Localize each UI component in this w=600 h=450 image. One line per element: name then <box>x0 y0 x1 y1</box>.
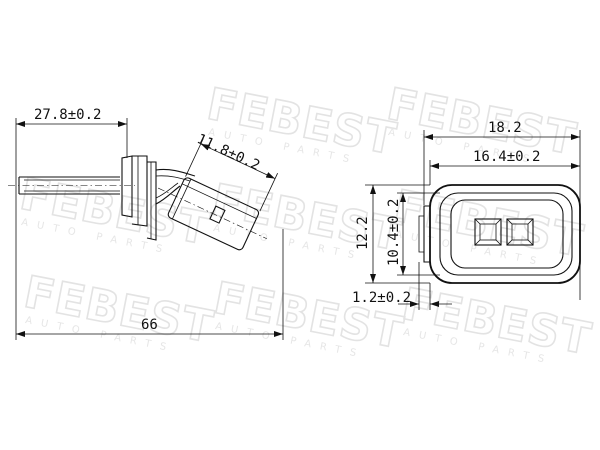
end-view-dimensions: 18.2 16.4±0.2 12.2 10.4±0.2 1.2±0.2 <box>352 120 581 310</box>
dim-latch-thickness: 1.2±0.2 <box>352 290 411 306</box>
dim-connector-height: 12.2 <box>355 216 371 250</box>
sensor-side-view <box>8 155 267 251</box>
dim-connector-inner-height: 10.4±0.2 <box>386 199 402 266</box>
dim-connector-inner-width: 16.4±0.2 <box>473 149 540 165</box>
dim-length-overall: 66 <box>141 317 158 333</box>
dim-sensor-offset: 27.8±0.2 <box>34 107 101 123</box>
dim-connector-width: 18.2 <box>488 120 522 136</box>
